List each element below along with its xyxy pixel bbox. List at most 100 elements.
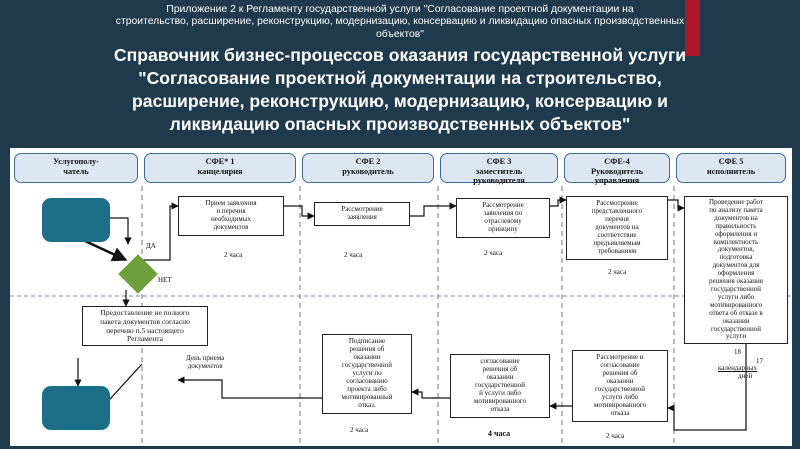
step-text-line: Регламента: [127, 334, 163, 344]
step-text-line: пакета документов согласно: [100, 316, 190, 326]
step-text-line: мотивированного: [709, 300, 763, 309]
step-text-line: решения об: [602, 369, 638, 377]
step-approve-deputy: согласование решения об оказании государ…: [450, 354, 550, 418]
lane-header-line: руководитель: [342, 166, 394, 176]
step-text-line: соответствие: [597, 231, 637, 239]
step-text-line: мотивированного: [473, 397, 527, 405]
step-text-line: оформления: [717, 269, 755, 278]
step-text-line: правильность: [715, 221, 757, 230]
step-accept-application: Прием заявления и перечня необходимых до…: [178, 196, 284, 236]
step-review-manager: Рассмотрение представленного перечня док…: [566, 196, 668, 260]
step-text-line: ответа об отказе в: [709, 308, 763, 317]
slide-title-line: расширение, реконструкцию, модернизацию,…: [132, 91, 668, 111]
step-text-line: Предоставление не полного: [100, 308, 190, 317]
step-text-line: Рассмотрение: [482, 201, 524, 209]
step-review-deputy: Рассмотрение заявления по отраслевому пр…: [456, 198, 550, 238]
executor-days-text: календарных: [718, 364, 757, 372]
step-text-line: услуги либо: [601, 393, 639, 401]
step-text-line: Рассмотрение и: [596, 353, 644, 361]
slide-title-line: "Согласование проектной документации на …: [138, 68, 662, 88]
step-text-line: решения об: [349, 345, 385, 353]
step-incomplete-package: Предоставление не полного пакета докумен…: [82, 306, 208, 346]
decision-yes-label: ДА: [146, 242, 156, 250]
step-text-line: Рассмотрение: [596, 199, 638, 207]
step-executor-analysis: Проведение работ по анализу пакета докум…: [684, 196, 788, 344]
process-diagram: Услугополу- чатель СФЕ* 1 канцелярия СФЕ…: [10, 148, 792, 446]
appendix-caption: Приложение 2 к Регламенту государственно…: [0, 4, 800, 41]
step-text-line: документов,: [717, 245, 755, 254]
step-text-line: отказа: [490, 405, 510, 413]
appendix-line: объектов": [376, 28, 424, 40]
step-text-line: по анализу пакета: [709, 205, 763, 214]
step-text-line: перечню п.5 настоящего: [106, 325, 184, 335]
step-text-line: услуги: [725, 332, 747, 341]
step-text-line: документов для: [712, 261, 760, 270]
time-label-sfe4: 2 часа: [608, 268, 627, 276]
step-text-line: и перечня: [216, 207, 246, 215]
lane-header-line: СФЕ-4: [604, 157, 630, 166]
step-text-line: проекта либо: [347, 385, 387, 393]
lane-header-sfe1: СФЕ* 1 канцелярия: [144, 153, 296, 183]
step-text-line: оказании: [722, 316, 750, 325]
step-text-line: согласование: [600, 361, 640, 369]
lane-header-sfe3: СФЕ 3 заместитель руководителя: [440, 153, 558, 186]
step-text-line: й услуги либо: [479, 389, 521, 397]
time-label-approve-manager: 2 часа: [606, 432, 625, 440]
step-text-line: заявления: [347, 213, 377, 221]
step-text-line: подготовка: [719, 253, 753, 262]
time-label-sfe3: 2 часа: [484, 249, 503, 257]
step-text-line: государственной: [342, 361, 392, 369]
lane-header-line: заместитель: [475, 166, 523, 176]
diagram-connectors: [10, 186, 792, 446]
accent-bar: [685, 0, 700, 56]
step-text-line: оказании: [353, 353, 381, 361]
end-terminal: [42, 386, 110, 430]
slide-title-line: ликвидацию опасных производственных объе…: [169, 114, 631, 134]
step-review-head: Рассмотрение заявления: [314, 202, 410, 226]
start-terminal: [42, 198, 110, 242]
step-text-line: отраслевому: [484, 217, 522, 225]
lane-header-line: управления: [594, 176, 640, 186]
lane-header-sfe2: СФЕ 2 руководитель: [302, 153, 434, 183]
step-text-line: заявления по: [483, 209, 523, 217]
step-sign-decision: Подписание решения об оказании государст…: [322, 334, 412, 414]
executor-days-number: 18: [734, 348, 741, 356]
step-text-line: Прием заявления: [205, 199, 257, 207]
step-text-line: необходимых: [210, 215, 252, 223]
time-label-sfe2: 2 часа: [344, 251, 363, 259]
step-text-line: требованиям: [597, 247, 637, 255]
step-approve-manager: Рассмотрение и согласование решения об о…: [572, 350, 668, 422]
step-text-line: перечня: [605, 215, 629, 223]
lane-header-line: СФЕ* 1: [205, 157, 235, 166]
step-text-line: решения оказания: [708, 277, 764, 286]
step-text-line: предъявляемым: [593, 239, 641, 247]
lane-header-service-recipient: Услугополу- чатель: [14, 153, 138, 183]
step-text-line: услуги либо: [717, 292, 755, 301]
step-text-line: решения об: [482, 365, 518, 373]
lane-header-line: СФЕ 5: [718, 157, 744, 166]
day-of-receipt-line: документов: [187, 362, 223, 370]
step-text-line: согласованию: [346, 377, 388, 385]
lane-header-line: Руководитель: [591, 166, 643, 176]
step-text-line: оказании: [486, 373, 514, 381]
step-text-line: представленного: [591, 207, 643, 215]
lane-header-line: канцелярия: [197, 166, 243, 176]
step-text-line: Подписание: [348, 337, 386, 345]
appendix-line: Приложение 2 к Регламенту государственно…: [166, 4, 634, 15]
decision-no-label: НЕТ: [158, 276, 172, 284]
step-text-line: государственной: [711, 324, 761, 333]
step-text-line: государственной: [595, 385, 645, 393]
step-text-line: оказании: [606, 377, 634, 385]
lane-header-sfe4: СФЕ-4 Руководитель управления: [564, 153, 670, 186]
flow-lines: [74, 196, 747, 431]
day-of-receipt-label: День приема документов: [186, 354, 224, 370]
step-text-line: принципу: [488, 225, 518, 233]
slide-title-line: Справочник бизнес-процессов оказания гос…: [113, 45, 687, 65]
day-of-receipt-line: День приема: [186, 354, 225, 362]
step-text-line: Рассмотрение: [341, 205, 383, 213]
time-label-sign: 2 часа: [350, 426, 369, 434]
lane-header-line: руководителя: [473, 176, 525, 186]
step-text-line: мотивированного: [593, 401, 647, 409]
step-text-line: отказа: [610, 409, 630, 417]
step-text-line: комплектность: [713, 237, 759, 246]
